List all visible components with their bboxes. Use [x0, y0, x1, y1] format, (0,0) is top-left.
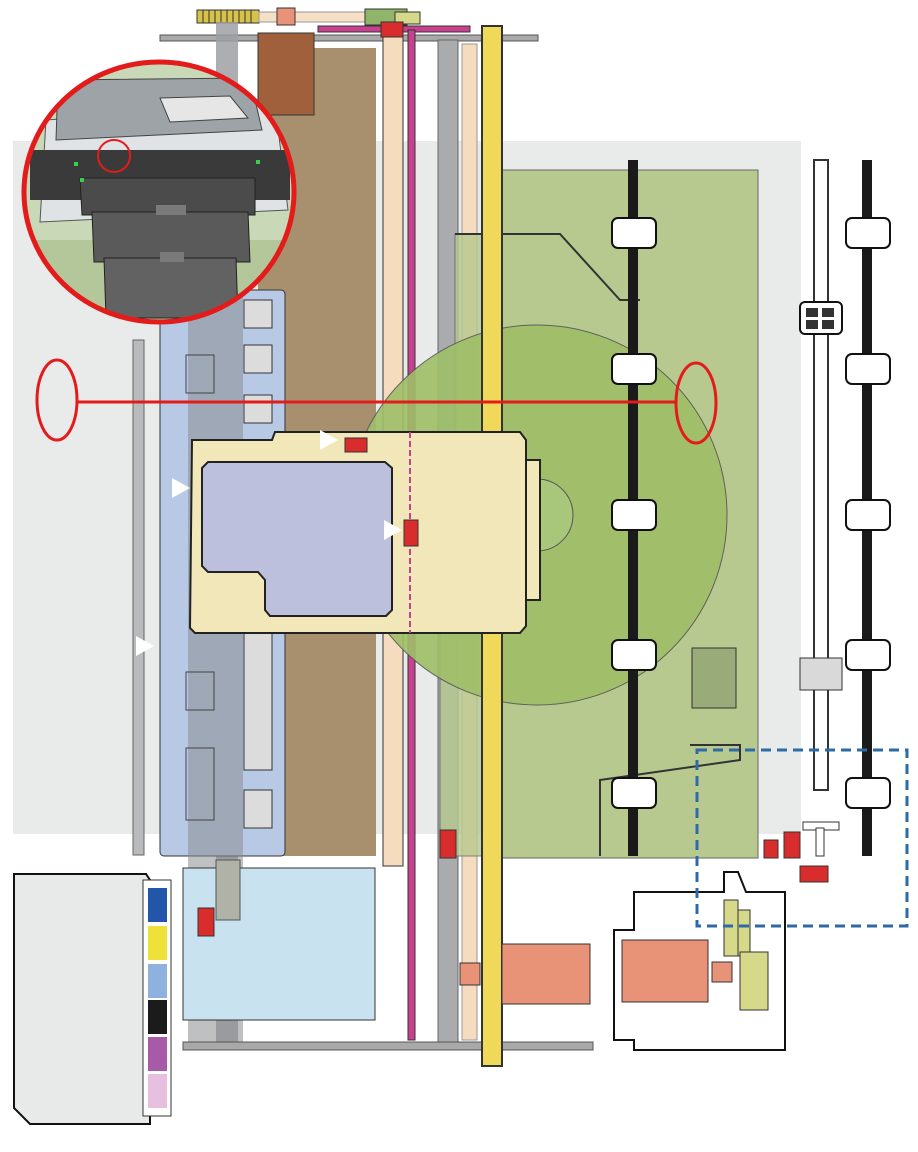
encoder-strip — [799, 159, 843, 791]
tray-handle — [215, 859, 241, 921]
left-roller-slots — [185, 354, 215, 821]
drive-motor-pinion — [459, 962, 481, 986]
paper-tray — [182, 867, 376, 1021]
top-paper-block — [257, 32, 315, 116]
top-gear-rack — [196, 7, 421, 26]
ink-purple — [148, 1037, 167, 1071]
green-motor-block — [691, 647, 737, 709]
ink-light-blue — [148, 964, 167, 998]
photo-inset — [21, 59, 297, 325]
top-frame-bar — [159, 34, 539, 42]
ink-black — [148, 1000, 167, 1034]
direction-arrows — [136, 52, 402, 656]
carriage-window — [201, 461, 393, 617]
timing-belt-left — [611, 160, 657, 856]
carriage — [188, 431, 541, 634]
timing-belt-right — [845, 160, 891, 856]
roller-slot-group — [243, 299, 273, 829]
gearbox-unit — [613, 871, 786, 1051]
ink-pink — [148, 1074, 167, 1108]
gear-detail-callout — [695, 748, 909, 928]
red-callout — [35, 358, 718, 445]
drive-motor — [501, 943, 591, 1005]
ink-cartridge-holder — [13, 873, 172, 1125]
t-shaft — [802, 821, 840, 857]
ink-blue — [148, 888, 167, 922]
bottom-frame-bar — [182, 1041, 594, 1051]
ink-yellow — [148, 926, 167, 960]
sensor-markers — [197, 21, 829, 937]
left-guide-rod — [132, 339, 145, 856]
